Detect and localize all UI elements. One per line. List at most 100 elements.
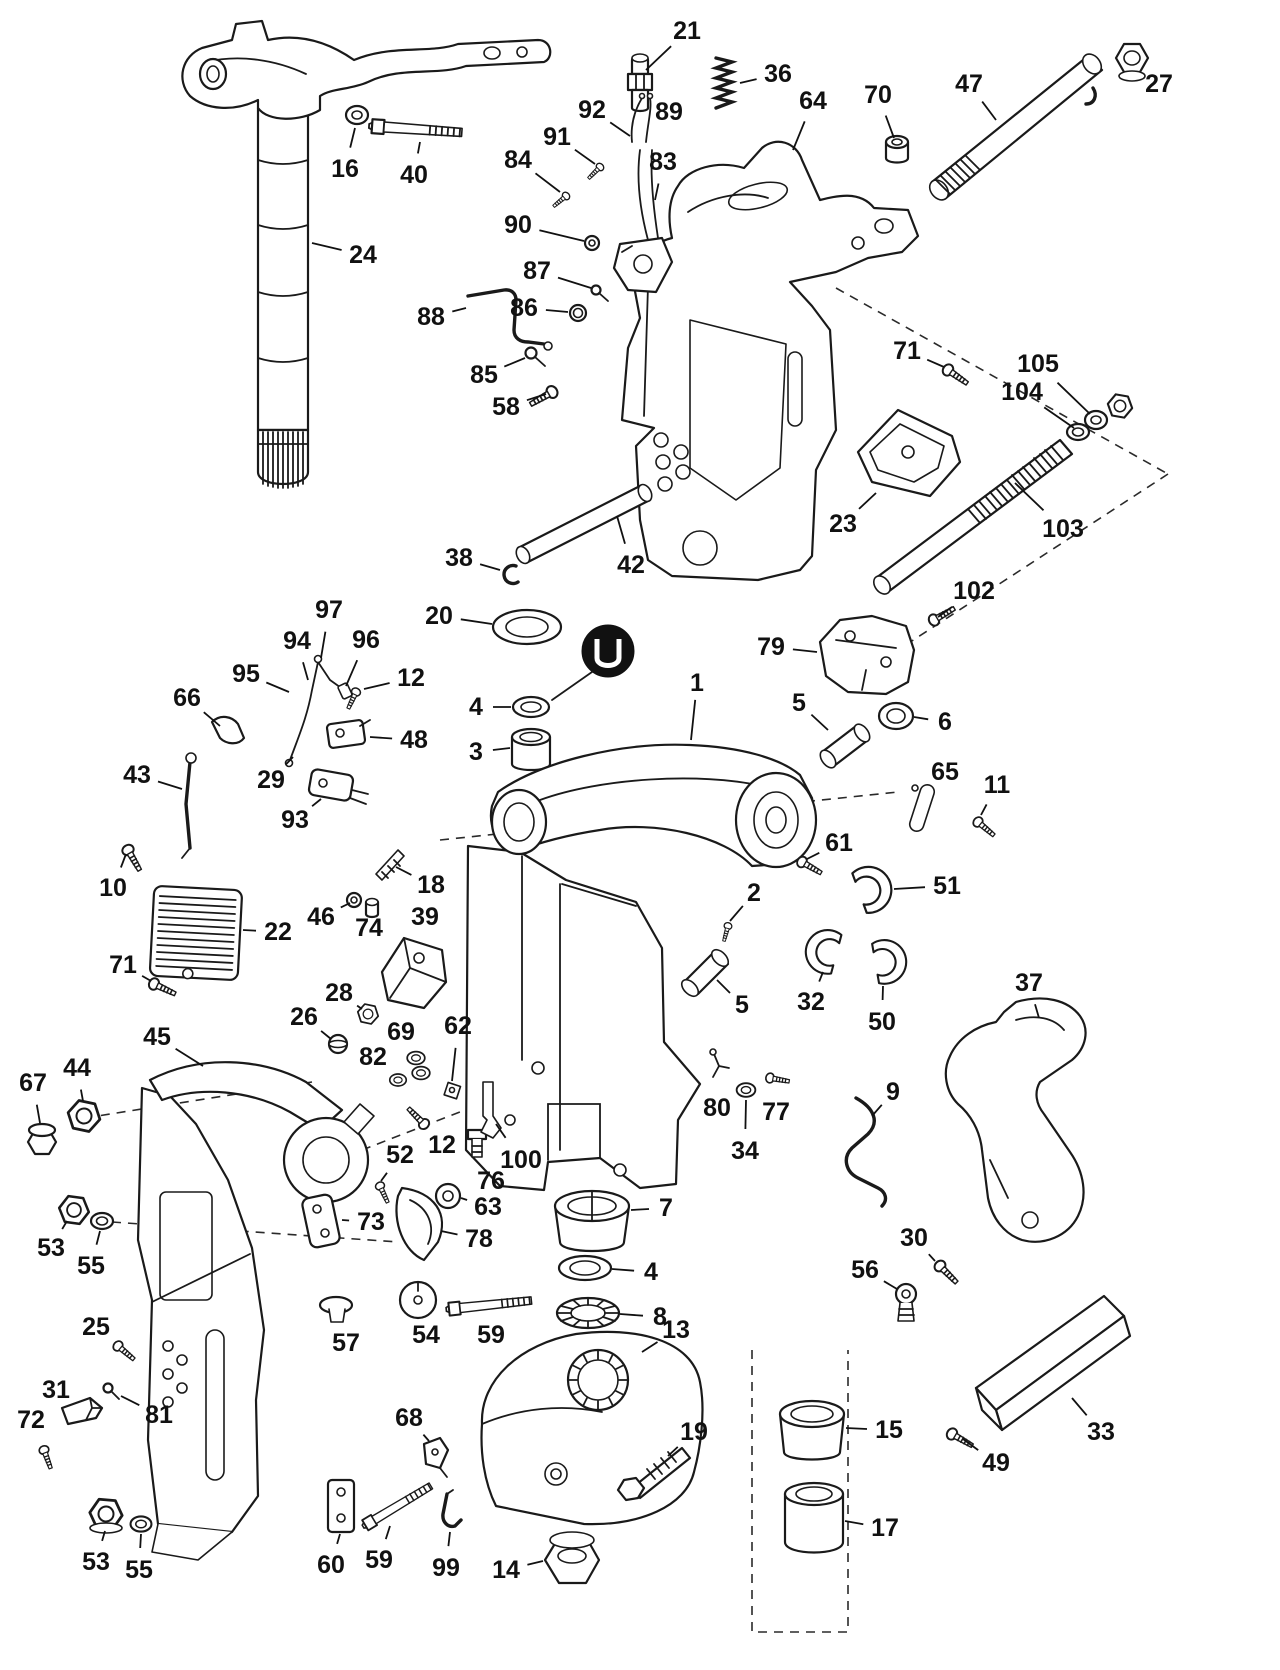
leader-line-53-100: [101, 1530, 106, 1542]
leader-line-64-2: [792, 121, 806, 151]
callout-66-38: 66: [173, 684, 201, 712]
leader-line-10-48: [120, 853, 127, 868]
leader-line-4-83: [611, 1268, 635, 1272]
part-bolt-76: [466, 1128, 488, 1158]
callout-20-28: 20: [425, 602, 453, 630]
callout-10-48: 10: [99, 874, 127, 902]
part-shoulder-bolt-56: [894, 1282, 918, 1322]
callout-95-33: 95: [232, 660, 260, 688]
part-seal-ring-20: [491, 608, 563, 646]
leader-line-46-51: [340, 902, 351, 909]
callout-60-102: 60: [317, 1551, 345, 1579]
part-screw-49: [943, 1425, 977, 1452]
part-washer-69b: [411, 1065, 431, 1081]
leader-line-42-26: [616, 515, 626, 545]
part-plate-73: [301, 1193, 341, 1249]
leader-line-88-16: [452, 307, 467, 313]
leader-line-67-68: [35, 1104, 41, 1124]
part-spring-washer-8: [555, 1296, 621, 1330]
part-disc-54: [398, 1280, 438, 1320]
callout-28-57: 28: [325, 979, 353, 1007]
leader-line-84-9: [534, 172, 561, 193]
callout-22-50: 22: [264, 918, 292, 946]
callout-80-70: 80: [703, 1094, 731, 1122]
part-plate-60: [326, 1478, 356, 1534]
callout-14-105: 14: [492, 1556, 520, 1584]
callout-6-37: 6: [938, 708, 952, 736]
part-wedge-31: [60, 1396, 104, 1426]
leader-line-63-78: [460, 1197, 468, 1201]
part-ring-105: [1083, 409, 1109, 431]
leader-line-29-45: [285, 756, 294, 765]
part-bushing-4-lower: [557, 1254, 613, 1282]
leader-line-70-3: [884, 115, 895, 139]
callout-55-82: 55: [77, 1252, 105, 1280]
part-clamp-bracket-79: [818, 614, 916, 696]
callout-81-95: 81: [145, 1401, 173, 1429]
leader-line-37-65: [1034, 1003, 1040, 1019]
leader-line-18-49: [395, 866, 412, 876]
callout-46-51: 46: [307, 903, 335, 931]
leader-line-7-80: [630, 1208, 650, 1211]
leader-line-97-29: [320, 631, 327, 659]
callout-70-3: 70: [864, 81, 892, 109]
callout-38-25: 38: [445, 544, 473, 572]
part-spacer-tube-5b: [680, 948, 730, 998]
leader-line-13-91: [641, 1341, 658, 1353]
callout-69-59: 69: [387, 1018, 415, 1046]
part-square-washer-62: [443, 1081, 462, 1100]
part-bushing-15: [778, 1399, 846, 1461]
leader-line-59-103: [384, 1525, 391, 1540]
callout-59-89: 59: [477, 1321, 505, 1349]
leader-line-17-99: [844, 1520, 864, 1526]
leader-line-24-14: [311, 242, 342, 251]
callout-58-19: 58: [492, 393, 520, 421]
leader-line-104-22: [1043, 406, 1075, 429]
callout-92-6: 92: [578, 96, 606, 124]
part-spacer-74: [364, 897, 380, 919]
part-wire-spring-9: [844, 1096, 888, 1208]
callout-45-66: 45: [143, 1023, 171, 1051]
callout-53-100: 53: [82, 1548, 110, 1576]
callout-89-7: 89: [655, 98, 683, 126]
leader-line-93-46: [311, 798, 322, 807]
part-wire-harness-94-97: [284, 654, 353, 768]
part-bushing-3: [510, 727, 552, 772]
leader-line-9-69: [871, 1104, 883, 1117]
part-spring-36: [714, 56, 734, 110]
part-screw-25: [110, 1338, 139, 1365]
leader-line-92-6: [609, 121, 631, 137]
part-steering-arm-24: [181, 19, 552, 489]
leader-line-8-84: [619, 1313, 644, 1317]
callout-25-90: 25: [82, 1313, 110, 1341]
callout-79-32: 79: [757, 633, 785, 661]
callout-30-85: 30: [900, 1224, 928, 1252]
callout-16-11: 16: [331, 155, 359, 183]
callout-96-31: 96: [352, 626, 380, 654]
callout-11-43: 11: [984, 771, 1011, 799]
leader-line-95-33: [265, 681, 290, 693]
part-clamp-32: [799, 924, 843, 977]
callout-8-84: 8: [653, 1303, 667, 1331]
part-screw-72: [37, 1443, 57, 1471]
leader-line-48-41: [369, 736, 393, 740]
leader-line-16-11: [349, 127, 356, 148]
leader-line-94-30: [302, 661, 309, 681]
callout-91-8: 91: [543, 123, 571, 151]
callout-19-98: 19: [680, 1418, 708, 1446]
leader-line-56-86: [883, 1280, 898, 1290]
leader-line-45-66: [175, 1047, 204, 1067]
part-clamp-50: [870, 935, 911, 987]
leader-line-61-47: [806, 851, 820, 860]
callout-37-65: 37: [1015, 969, 1043, 997]
callout-68-106: 68: [395, 1404, 423, 1432]
part-bolt-59b: [359, 1479, 435, 1533]
callout-97-29: 97: [315, 596, 343, 624]
leader-line-90-13: [539, 229, 585, 242]
callout-9-69: 9: [886, 1078, 900, 1106]
leader-line-96-31: [345, 659, 359, 687]
leader-line-26-58: [320, 1030, 332, 1040]
callout-57-87: 57: [332, 1329, 360, 1357]
part-screw-102: [925, 602, 959, 629]
part-bushing-17: [783, 1481, 845, 1554]
